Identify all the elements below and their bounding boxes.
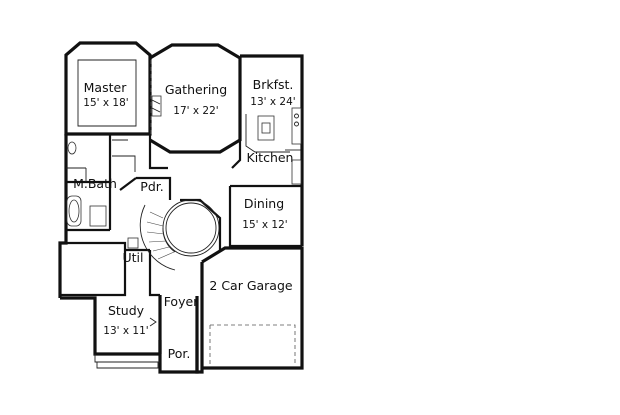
master-fixtures (77, 59, 137, 127)
study-size: 13' x 11' (103, 325, 148, 337)
study-label: Study (108, 303, 145, 318)
pdr-label: Pdr. (140, 179, 163, 194)
dining-label: Dining (244, 196, 284, 211)
kitchen-label: Kitchen (247, 150, 294, 165)
master-label: Master (84, 80, 128, 95)
garage-door (209, 324, 296, 365)
study-bay (94, 317, 160, 369)
gathering-fixtures (150, 60, 162, 135)
exterior-walls (58, 41, 304, 374)
master-size: 15' x 18' (83, 97, 128, 109)
util-label: Util (123, 250, 144, 265)
room-labels: Master 15' x 18' Gathering 17' x 22' Brk… (73, 77, 296, 361)
foyer-label: Foyer (164, 294, 199, 309)
brkfst-label: Brkfst. (253, 77, 294, 92)
mbath-label: M.Bath (73, 176, 117, 191)
bath-fixtures (66, 139, 139, 249)
kitchen-fixtures (245, 107, 302, 185)
gathering-size: 17' x 22' (173, 105, 218, 117)
rotunda-stair (139, 199, 220, 271)
porch-label: Por. (168, 346, 191, 361)
gathering-label: Gathering (165, 82, 227, 97)
garage-label: 2 Car Garage (209, 278, 293, 293)
dining-size: 15' x 12' (242, 219, 287, 231)
brkfst-size: 13' x 24' (250, 96, 295, 108)
